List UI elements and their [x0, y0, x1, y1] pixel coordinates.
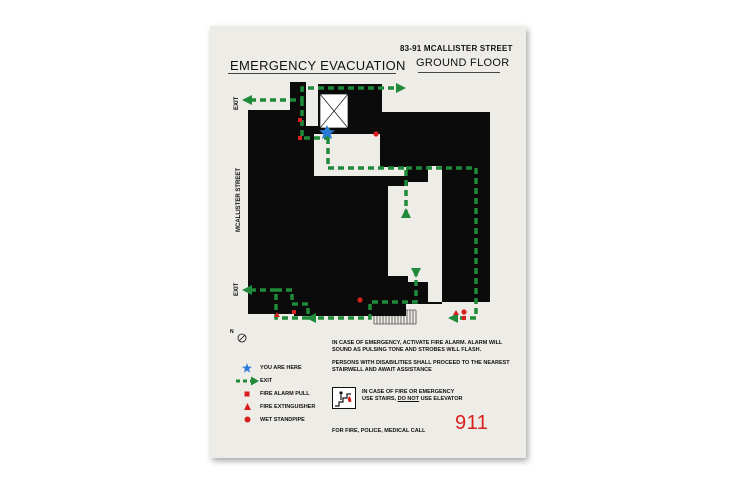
extinguisher-triangle-icon — [453, 310, 459, 315]
legend-item-fire-alarm-pull: FIRE ALARM PULL — [234, 387, 344, 400]
exit-label-top: EXIT — [234, 96, 240, 110]
evacuation-sign: 83-91 MCALLISTER STREET EMERGENCY EVACUA… — [210, 26, 526, 458]
legend-item-wet-standpipe: WET STANDPIPE — [234, 413, 344, 426]
stairwell — [319, 93, 349, 129]
emergency-instruction: IN CASE OF EMERGENCY, ACTIVATE FIRE ALAR… — [332, 340, 503, 353]
standpipe-circle-icon — [461, 309, 467, 315]
fire-alarm-square-icon — [298, 136, 302, 140]
compass: N — [230, 329, 250, 350]
compass-icon — [237, 333, 247, 343]
stair-treads-bottom — [373, 309, 417, 325]
emergency-number: 911 — [455, 412, 489, 434]
map-markers — [274, 118, 467, 320]
fire-alarm-square-icon — [292, 310, 296, 314]
legend-label: EXIT — [260, 377, 273, 384]
legend-item-you-are-here: YOU ARE HERE — [234, 361, 344, 374]
square-icon — [234, 391, 260, 397]
extinguisher-triangle-icon — [274, 312, 280, 317]
stair-treads — [352, 95, 376, 129]
standpipe-circle-icon — [373, 131, 379, 137]
exit-label-bottom: EXIT — [234, 282, 240, 296]
fire-alarm-square-icon — [462, 316, 466, 320]
legend: YOU ARE HERE EXIT FIRE ALARM PULL FIRE E… — [234, 361, 344, 426]
star-icon — [234, 362, 260, 373]
stairs-instruction: IN CASE OF FIRE OR EMERGENCY USE STAIRS,… — [362, 389, 462, 403]
triangle-icon — [234, 403, 260, 410]
fire-alarm-square-icon — [298, 118, 302, 122]
floor-divider — [418, 72, 500, 73]
instructions: IN CASE OF EMERGENCY, ACTIVATE FIRE ALAR… — [332, 340, 516, 380]
circle-icon — [234, 416, 260, 423]
dashed-arrow-icon — [234, 376, 260, 386]
sign-title: EMERGENCY EVACUATION — [230, 58, 406, 73]
emergency-call-text: FOR FIRE, POLICE, MEDICAL CALL — [332, 428, 426, 434]
route-arrow-heads — [242, 83, 458, 323]
you-are-here-star-icon — [319, 125, 335, 139]
legend-label: WET STANDPIPE — [260, 416, 305, 423]
stairs-fire-icon — [332, 387, 356, 409]
floor-label: GROUND FLOOR — [416, 57, 510, 69]
building-footprint — [248, 82, 490, 316]
stairs-instruction-line1: IN CASE OF FIRE OR EMERGENCY — [362, 389, 455, 395]
legend-label: FIRE EXTINGUISHER — [260, 403, 316, 410]
legend-label: YOU ARE HERE — [260, 364, 302, 371]
standpipe-circle-icon — [357, 297, 363, 303]
legend-item-exit: EXIT — [234, 374, 344, 387]
building-address: 83-91 MCALLISTER STREET — [400, 44, 513, 53]
disability-instruction: PERSONS WITH DISABILITIES SHALL PROCEED … — [332, 360, 510, 373]
street-label: MCALLISTER STREET — [236, 168, 242, 232]
stairs-instruction-line2: USE STAIRS, DO NOT USE ELEVATOR — [362, 396, 463, 402]
legend-item-fire-extinguisher: FIRE EXTINGUISHER — [234, 400, 344, 413]
compass-north-label: N — [230, 329, 234, 335]
legend-label: FIRE ALARM PULL — [260, 390, 310, 397]
title-divider — [228, 73, 396, 74]
floor-plan-map — [242, 82, 490, 325]
